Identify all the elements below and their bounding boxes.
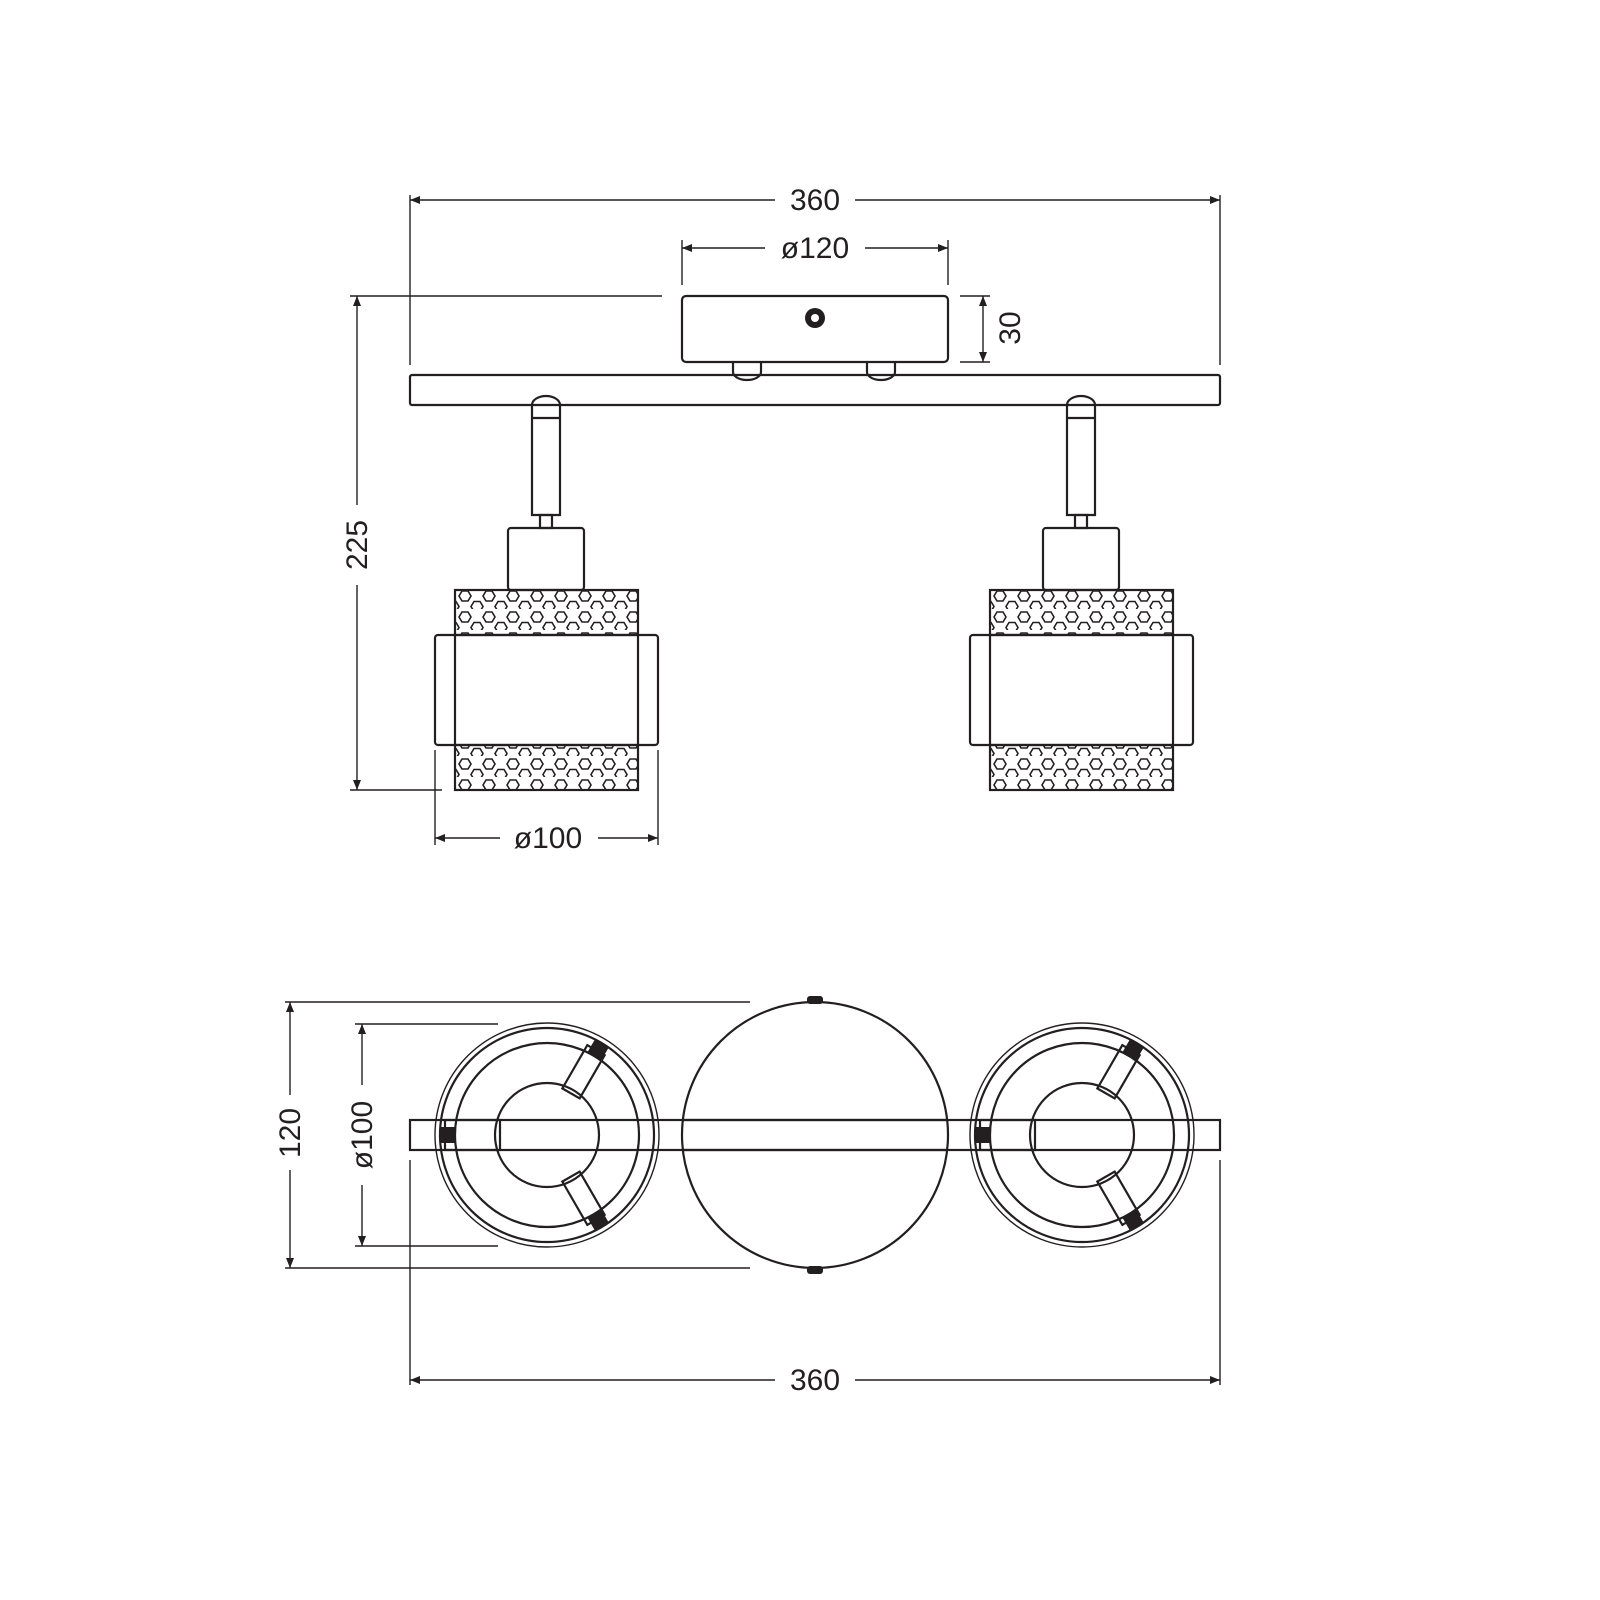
spotlight-top-right	[969, 1022, 1195, 1248]
dimension-overall-width-top: 360	[409, 184, 1221, 365]
dimension-overall-width-bottom: 360	[409, 1160, 1221, 1397]
dim-label: ø120	[781, 232, 849, 265]
dim-label: 120	[274, 1108, 307, 1158]
mounting-bar-top	[408, 1118, 1222, 1152]
canopy-top	[680, 996, 950, 1274]
spotlight-top-left	[434, 1022, 660, 1248]
dimension-canopy-120: 120	[274, 1001, 750, 1269]
dimension-shade-diameter-front: ø100	[434, 750, 659, 855]
dimension-canopy-height: 30	[960, 295, 1027, 363]
front-view: 360 ø120 30 225	[341, 184, 1222, 855]
dim-label: ø100	[514, 822, 582, 855]
dim-label: 225	[341, 520, 374, 570]
spotlight-right	[968, 394, 1195, 792]
dim-label: 360	[790, 184, 840, 217]
dim-label: 360	[790, 1364, 840, 1397]
dim-label: ø100	[346, 1101, 379, 1169]
spotlight-left	[433, 394, 660, 792]
dimension-overall-height: 225	[341, 295, 662, 791]
mounting-bar	[408, 373, 1222, 407]
dim-label: 30	[994, 311, 1027, 344]
dimension-canopy-diameter: ø120	[681, 232, 949, 285]
canopy	[680, 294, 950, 382]
top-view: 120 ø100	[274, 996, 1222, 1397]
dimension-shade-diameter-top: ø100	[346, 1023, 498, 1247]
